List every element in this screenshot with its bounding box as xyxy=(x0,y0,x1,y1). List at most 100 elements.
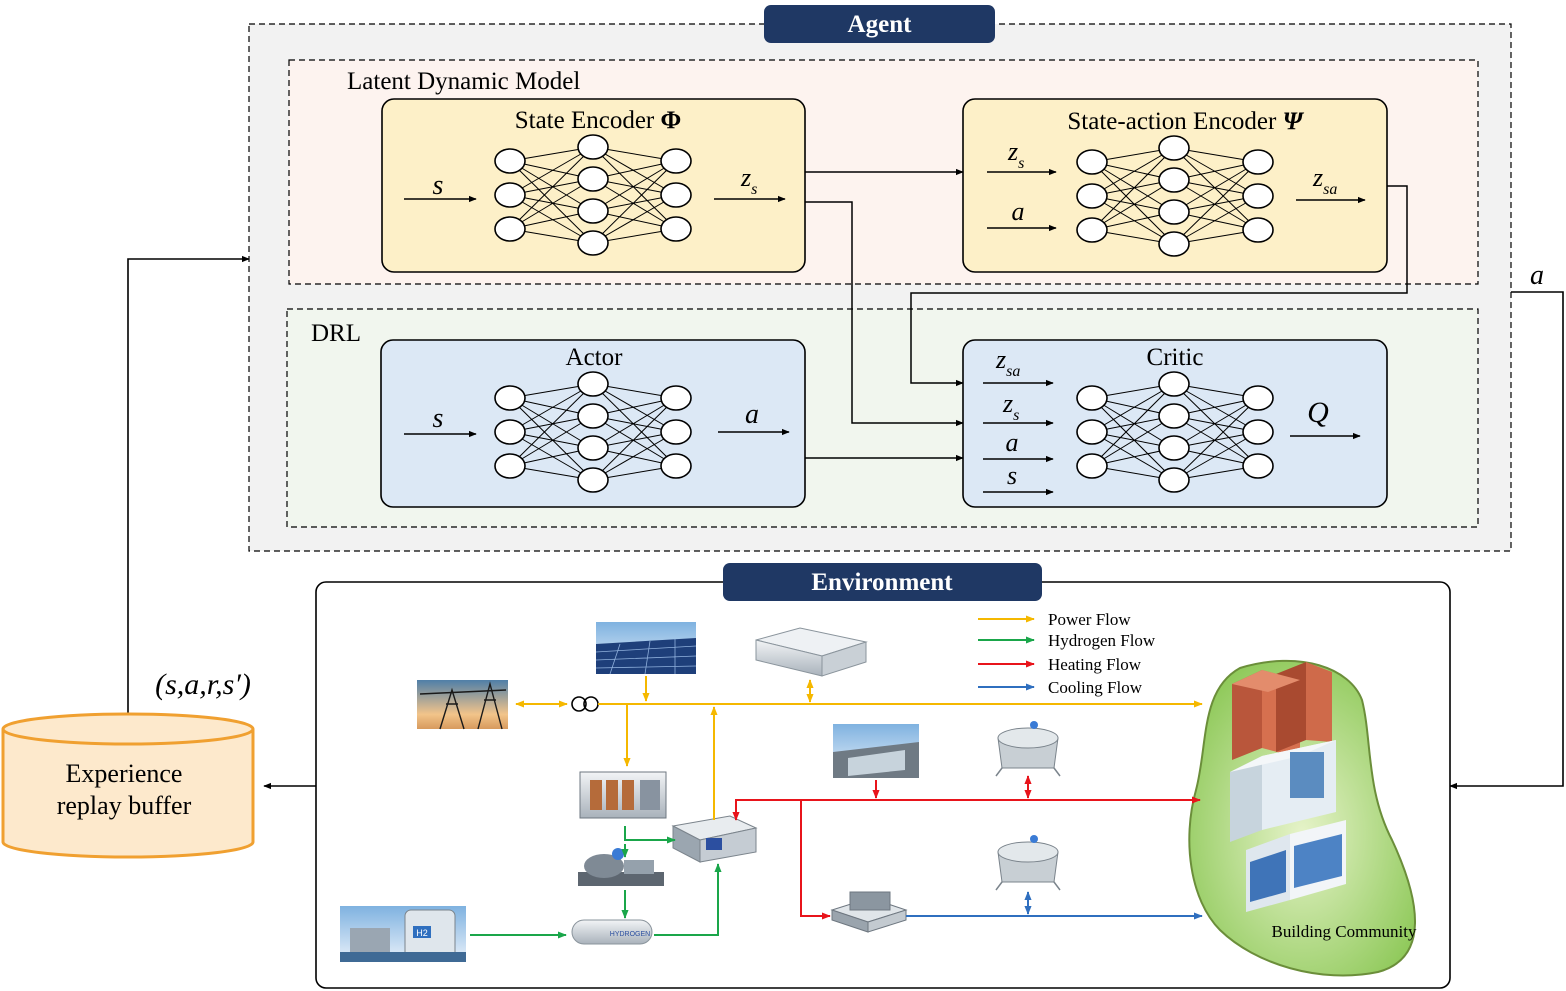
network-node xyxy=(1158,435,1190,461)
network-edge xyxy=(592,383,677,433)
battery-storage-rack-image xyxy=(755,627,868,677)
network-node xyxy=(660,182,692,208)
actor-output: a xyxy=(745,399,759,430)
network-edge xyxy=(1091,383,1175,433)
absorption-chiller-image xyxy=(830,891,908,933)
network-edge xyxy=(1173,383,1259,467)
network-edge xyxy=(1173,161,1259,213)
network-edge xyxy=(509,397,594,481)
network-node xyxy=(494,419,526,445)
cold-storage-tank-image xyxy=(995,835,1061,891)
critic-input-a: a xyxy=(1006,428,1019,457)
network-edge xyxy=(1091,161,1175,213)
network-edge xyxy=(509,160,594,244)
network-node xyxy=(577,435,609,461)
network-node xyxy=(1158,135,1190,161)
network-node xyxy=(660,453,692,479)
network-node xyxy=(1242,217,1274,243)
critic-output: Q xyxy=(1307,396,1329,429)
network-edge xyxy=(1091,383,1175,467)
buffer-to-agent-arrow xyxy=(127,255,250,716)
actor-input: s xyxy=(433,403,444,434)
network-node xyxy=(660,419,692,445)
electrolyzer-image xyxy=(579,771,667,819)
network-edge xyxy=(509,160,594,212)
network-edge xyxy=(1173,161,1259,245)
network-node xyxy=(1242,419,1274,445)
drl-title: DRL xyxy=(311,320,361,347)
network-edge xyxy=(1173,431,1259,481)
network-node xyxy=(1158,167,1190,193)
state-action-encoder-title: State-action Encoder Ψ xyxy=(1067,108,1304,135)
network-edge xyxy=(509,178,594,230)
hydrogen-flows xyxy=(470,826,722,939)
network-node xyxy=(660,216,692,242)
network-node xyxy=(1158,199,1190,225)
svg-text:HYDROGEN: HYDROGEN xyxy=(610,931,650,938)
actor-network xyxy=(494,371,692,493)
experience-replay-buffer: Experience replay buffer xyxy=(1,712,255,859)
legend-hydrogen-label: Hydrogen Flow xyxy=(1048,631,1156,650)
critic-input-s: s xyxy=(1007,461,1017,490)
network-edge xyxy=(509,397,594,449)
network-edge xyxy=(592,146,677,230)
network-node xyxy=(577,467,609,493)
network-edge xyxy=(592,194,677,244)
network-node xyxy=(1242,183,1274,209)
heat-storage-tank-image xyxy=(995,721,1061,777)
actor-title: Actor xyxy=(566,344,624,371)
solar-pv-farm-image xyxy=(595,622,697,675)
network-node xyxy=(577,403,609,429)
state-action-encoder-input-a: a xyxy=(1012,197,1025,226)
network-edge xyxy=(1173,195,1259,245)
network-node xyxy=(577,371,609,397)
action-label: a xyxy=(1530,260,1544,291)
building-blue xyxy=(1246,820,1346,912)
network-edge xyxy=(592,160,677,212)
latent-model-title: Latent Dynamic Model xyxy=(347,68,580,95)
network-edge xyxy=(592,146,677,196)
network-node xyxy=(1076,149,1108,175)
environment-title: Environment xyxy=(811,569,953,596)
network-edge xyxy=(1173,147,1259,231)
state-encoder-output: zs xyxy=(740,163,757,198)
network-edge xyxy=(509,194,594,244)
agent-header-bg xyxy=(764,5,995,43)
state-action-encoder-network xyxy=(1076,135,1274,257)
network-node xyxy=(660,148,692,174)
network-node xyxy=(1076,453,1108,479)
network-edge xyxy=(1091,397,1175,449)
critic-input-zs: zs xyxy=(1002,389,1019,424)
network-node xyxy=(1242,453,1274,479)
network-node xyxy=(577,166,609,192)
network-node xyxy=(1076,183,1108,209)
network-edge xyxy=(1091,179,1175,231)
network-node xyxy=(577,230,609,256)
network-node xyxy=(1242,149,1274,175)
buffer-label-line1: Experience xyxy=(66,759,183,788)
network-edge xyxy=(592,160,677,244)
community-label: Building Community xyxy=(1272,922,1417,941)
network-node xyxy=(1076,217,1108,243)
agent-title: Agent xyxy=(848,11,913,38)
network-node xyxy=(1158,403,1190,429)
action-arrow-to-environment xyxy=(1449,291,1564,790)
network-node xyxy=(1242,385,1274,411)
power-flows xyxy=(515,676,1203,820)
network-node xyxy=(494,182,526,208)
network-edge xyxy=(592,383,677,467)
network-node xyxy=(1076,419,1108,445)
network-edge xyxy=(592,397,677,481)
network-node xyxy=(1158,467,1190,493)
state-encoder-input: s xyxy=(433,170,444,201)
state-action-encoder-output: zsa xyxy=(1312,163,1337,198)
network-edge xyxy=(1091,147,1175,197)
network-edge xyxy=(1173,147,1259,197)
flow-legend: Power Flow Hydrogen Flow Heating Flow Co… xyxy=(978,610,1156,697)
network-node xyxy=(1158,371,1190,397)
network-edge xyxy=(1173,397,1259,481)
network-edge xyxy=(592,397,677,449)
solar-thermal-collector-image xyxy=(833,724,919,778)
transition-tuple: (s,a,r,s′) xyxy=(155,668,251,701)
